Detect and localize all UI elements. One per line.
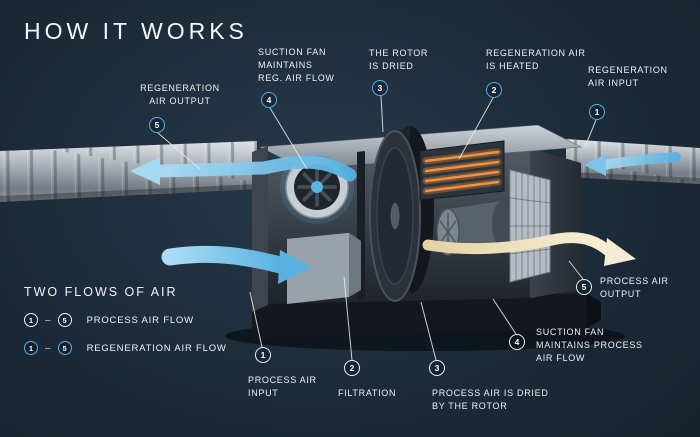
legend-badge-regeneration-end: 5 [57,341,72,355]
legend-badge-process-start: 1 [24,313,38,327]
regeneration-output-arrowhead [130,157,160,185]
callout-label-regeneration-air-output: REGENERATION AIR OUTPUT [140,83,220,107]
callout-label-process-air-input: PROCESS AIR INPUT [248,375,317,399]
callout-badge-regeneration-4: 4 [261,92,277,108]
legend: TWO FLOWS OF AIR 1 – 5 PROCESS AIR FLOW … [24,285,227,355]
callout-badge-regeneration-2: 2 [486,82,502,98]
callout-badge-regeneration-1: 1 [589,104,605,120]
filter-panel [509,169,551,283]
leader-regeneration-4 [269,107,308,170]
left-duct [0,141,257,202]
process-input-arrowhead [278,250,312,284]
legend-badge-process-end: 5 [57,313,72,327]
legend-row-process: 1 – 5 PROCESS AIR FLOW [24,313,227,327]
callout-badge-process-3: 3 [429,360,445,376]
leader-process-5 [568,260,584,280]
callout-label-rotor-is-dried: THE ROTOR IS DRIED [369,48,429,72]
regeneration-heater [419,140,505,201]
callout-label-regeneration-air-heated: REGENERATION AIR IS HEATED [486,48,586,72]
callout-label-suction-fan-reg: SUCTION FAN MAINTAINS REG. AIR FLOW [258,47,335,84]
callout-label-filtration: FILTRATION [338,388,397,398]
legend-row-regeneration: 1 – 5 REGENERATION AIR FLOW [24,341,227,355]
machine-body [252,124,601,339]
leader-regeneration-3 [380,95,384,133]
callout-label-process-air-dried: PROCESS AIR IS DRIED BY THE ROTOR [432,388,549,412]
legend-title: TWO FLOWS OF AIR [24,285,178,299]
leader-process-3 [420,301,437,361]
inlet-chamber [287,233,361,304]
callout-label-process-air-output: PROCESS AIR OUTPUT [600,276,669,300]
legend-label-regeneration: REGENERATION AIR FLOW [86,342,227,354]
machine-left-edge [252,146,268,312]
callout-badge-process-1: 1 [255,347,271,363]
process-output-ribbon [422,232,618,260]
leader-regeneration-1 [584,119,597,148]
process-output-arrowhead [604,238,636,266]
leader-lines [157,95,597,361]
regeneration-input-arrowhead [584,154,606,176]
callout-badge-regeneration-5: 5 [149,117,165,133]
callout-badge-process-2: 2 [344,360,360,376]
callout-badge-process-4: 4 [509,334,525,350]
airflow-ribbons [130,152,681,284]
legend-range-dash-regeneration: – [45,342,51,354]
regeneration-output-ribbon [155,155,357,182]
leader-regeneration-5 [157,132,201,170]
page-title: HOW IT WORKS [24,18,248,44]
callout-badge-regeneration-3: 3 [372,80,388,96]
legend-range-dash-process: – [45,314,51,326]
callout-badge-process-5: 5 [576,279,592,295]
leader-regeneration-2 [458,97,494,160]
legend-label-process: PROCESS AIR FLOW [86,314,194,326]
callout-label-suction-fan-process: SUCTION FAN MAINTAINS PROCESS AIR FLOW [536,327,643,364]
leader-process-2 [343,276,353,361]
callout-label-regeneration-air-input: REGENERATION AIR INPUT [588,65,668,89]
legend-badge-regeneration-start: 1 [24,341,38,355]
regeneration-input-ribbon [599,152,681,170]
leader-process-4 [492,298,517,335]
process-input-ribbon [161,245,293,275]
leader-process-1 [249,291,263,348]
